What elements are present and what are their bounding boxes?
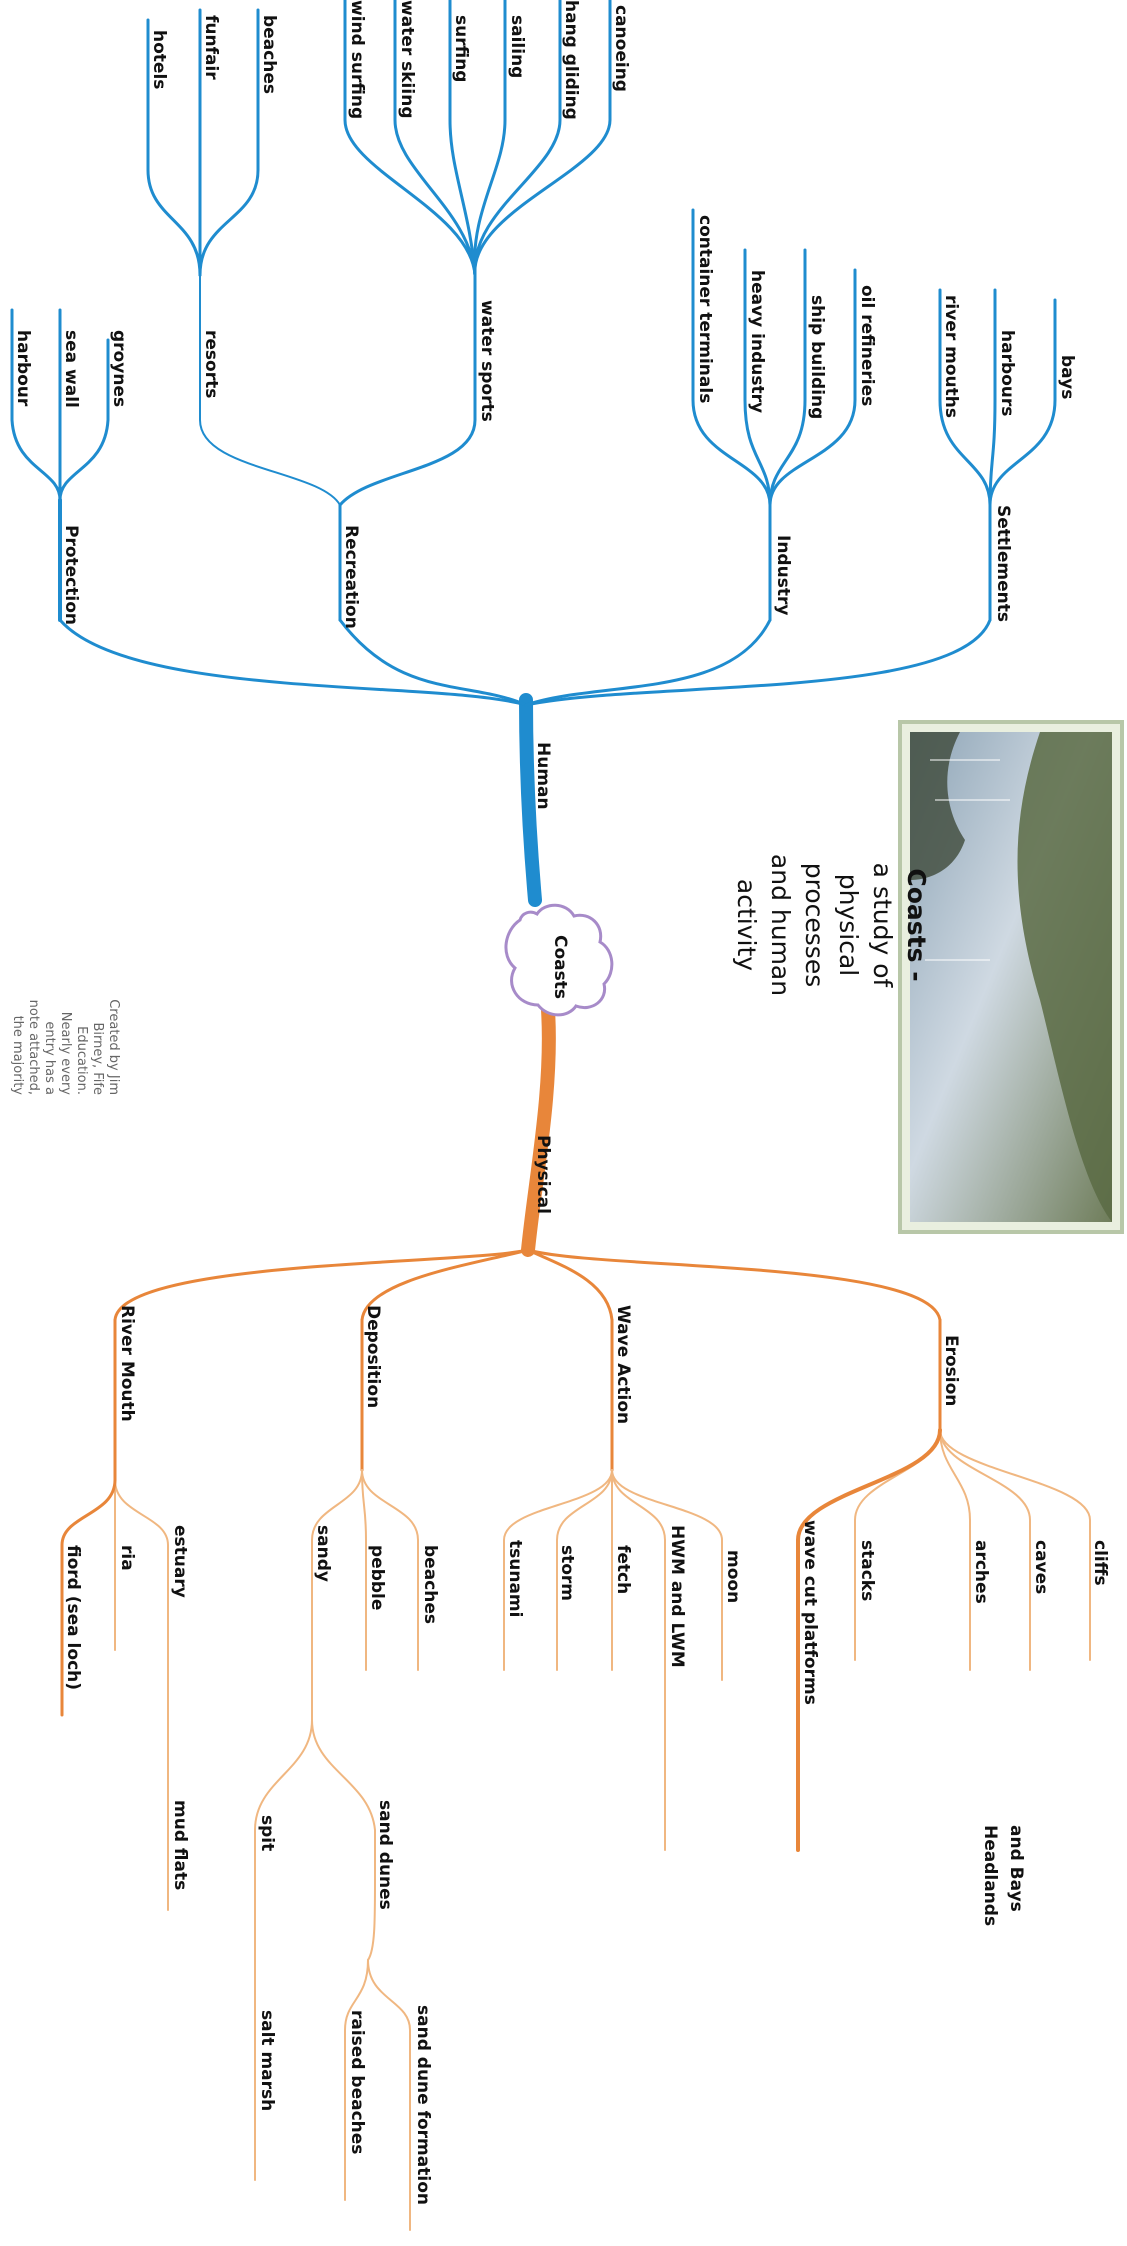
node-arches[interactable]: arches: [971, 1540, 991, 1604]
node-beaches-deposition[interactable]: beaches: [420, 1545, 440, 1624]
node-pebble[interactable]: pebble: [367, 1545, 387, 1610]
node-water-skiing[interactable]: water skiing: [397, 0, 417, 119]
node-bays[interactable]: bays: [1057, 355, 1077, 399]
node-erosion[interactable]: Erosion: [941, 1335, 961, 1406]
labels: Human Protection groynes sea wall harbourRec…: [10, 0, 1110, 2205]
title-line: a study of: [868, 863, 897, 989]
node-sand-dunes[interactable]: sand dunes: [375, 1800, 395, 1910]
title-line: Coasts -: [902, 868, 931, 981]
node-human[interactable]: Human: [533, 742, 553, 810]
credit-line: Education.: [74, 1026, 89, 1095]
node-harbours[interactable]: harbours: [997, 330, 1017, 416]
central-cloud[interactable]: [504, 903, 614, 1017]
credit-line: the majority: [10, 1016, 25, 1096]
node-coasts[interactable]: Coasts: [550, 935, 570, 999]
physical-branches: [60, 1003, 1091, 2231]
credit-line: entry has a: [42, 1021, 57, 1095]
node-hwm-and-lwm[interactable]: HWM and LWM: [667, 1525, 687, 1668]
node-salt-marsh[interactable]: salt marsh: [257, 2010, 277, 2111]
node-river-mouths[interactable]: river mouths: [941, 295, 961, 418]
node-sand-dune-formation[interactable]: sand dune formation: [413, 2005, 433, 2205]
credit-line: Created by Jim: [106, 999, 121, 1095]
node-container-terminals[interactable]: container terminals: [695, 215, 715, 403]
node-protection[interactable]: Protection: [61, 525, 81, 625]
node-moon[interactable]: moon: [723, 1550, 743, 1603]
title-line: activity: [732, 879, 761, 971]
coast-photo: [898, 720, 1124, 1234]
title-line: processes: [800, 863, 829, 987]
node-storm[interactable]: storm: [557, 1545, 577, 1601]
node-groynes[interactable]: groynes: [109, 330, 129, 407]
node-raised-beaches[interactable]: raised beaches: [347, 2010, 367, 2154]
credit-line: Nearly every: [58, 1012, 73, 1096]
node-sailing[interactable]: sailing: [507, 15, 527, 78]
node-settlements[interactable]: Settlements: [993, 505, 1013, 622]
node-surfing[interactable]: surfing: [451, 15, 471, 82]
node-wave-action[interactable]: Wave Action: [613, 1305, 633, 1424]
node-river-mouth[interactable]: River Mouth: [117, 1305, 137, 1422]
node-hotels[interactable]: hotels: [149, 30, 169, 89]
node-fiord[interactable]: fiord (sea loch): [63, 1545, 83, 1690]
node-sea-wall[interactable]: sea wall: [61, 330, 81, 408]
human-branches: [10, 0, 1057, 907]
node-sandy[interactable]: sandy: [313, 1525, 333, 1582]
node-wave-cut-platforms[interactable]: wave cut platforms: [800, 1520, 820, 1705]
node-harbour[interactable]: harbour: [13, 330, 33, 407]
node-physical[interactable]: Physical: [533, 1135, 553, 1214]
node-mud-flats[interactable]: mud flats: [170, 1800, 190, 1890]
node-resorts[interactable]: resorts: [201, 330, 221, 398]
node-caves[interactable]: caves: [1031, 1540, 1051, 1594]
title-line: physical: [834, 874, 863, 977]
node-recreation[interactable]: Recreation: [341, 525, 361, 629]
node-beaches-resort[interactable]: beaches: [259, 15, 279, 94]
node-stacks[interactable]: stacks: [857, 1540, 877, 1601]
node-deposition[interactable]: Deposition: [363, 1305, 383, 1408]
node-ria[interactable]: ria: [117, 1545, 137, 1571]
node-cliffs[interactable]: cliffs: [1090, 1540, 1110, 1586]
credit-line: note attached,: [26, 1000, 41, 1095]
node-wind-surfing[interactable]: wind surfing: [347, 0, 367, 119]
credit-line: Birney, Fife: [90, 1022, 105, 1095]
node-industry[interactable]: Industry: [773, 535, 793, 615]
node-water-sports[interactable]: water sports: [477, 300, 497, 422]
node-ship-building[interactable]: ship building: [807, 295, 827, 419]
node-estuary[interactable]: estuary: [170, 1525, 190, 1598]
node-fetch[interactable]: fetch: [613, 1545, 633, 1594]
node-tsunami[interactable]: tsunami: [505, 1540, 525, 1617]
node-canoeing[interactable]: canoeing: [611, 5, 631, 92]
node-hang-gliding[interactable]: hang gliding: [561, 0, 581, 120]
title-line: and human: [766, 854, 795, 996]
node-spit[interactable]: spit: [257, 1815, 277, 1851]
node-heavy-industry[interactable]: heavy industry: [747, 270, 767, 413]
node-oil-refineries[interactable]: oil refineries: [857, 285, 877, 406]
node-funfair[interactable]: funfair: [201, 15, 221, 80]
